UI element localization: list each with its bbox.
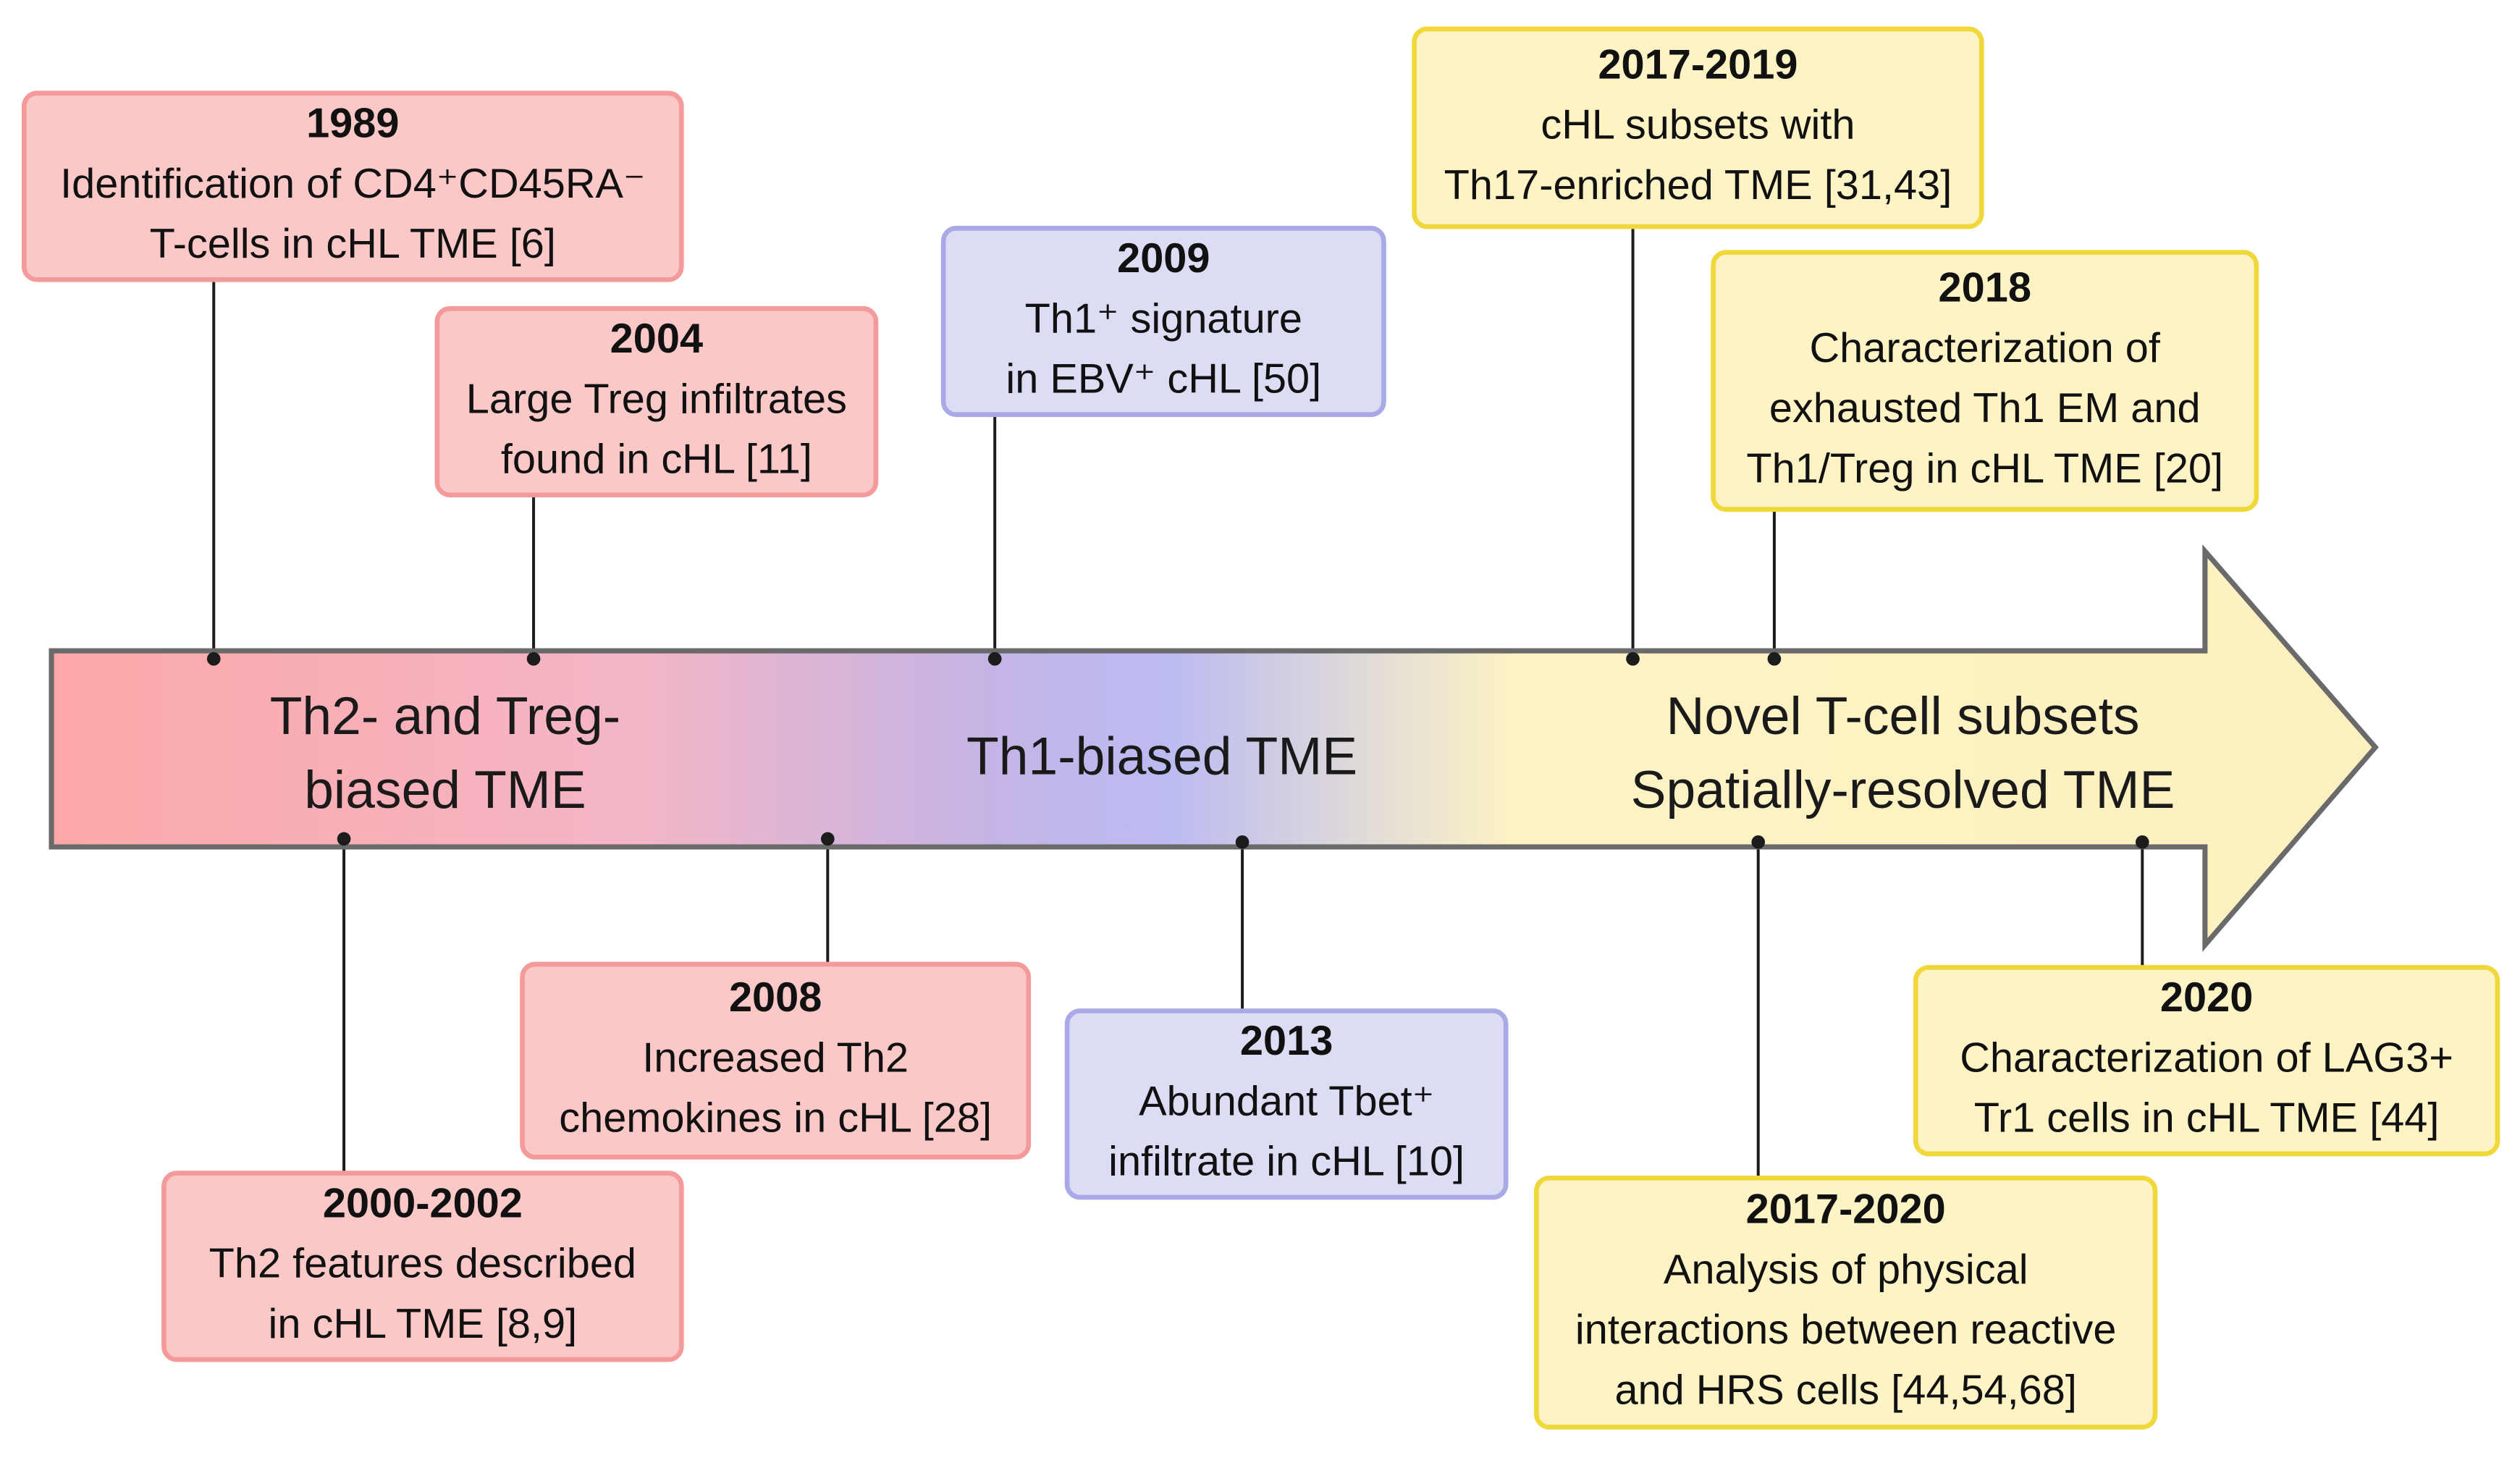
event-2008-description: Increased Th2: [642, 1034, 909, 1081]
period-labels: Th2- and Treg-biased TME Th1-biased TME No…: [270, 686, 2175, 819]
event-2004-description: found in cHL [11]: [501, 437, 812, 483]
event-2017-2019-description: cHL subsets with: [1541, 102, 1855, 148]
timeline-arrow: [49, 544, 2379, 952]
band-th2-label: biased TME: [304, 760, 586, 819]
event-2013-description: Abundant Tbet⁺: [1139, 1078, 1434, 1124]
event-2018-dot: [1767, 652, 1782, 666]
connector-dots: [206, 652, 2149, 849]
event-2013-background: [1064, 1008, 1509, 1200]
event-2018-year: 2018: [1939, 265, 2031, 311]
event-2017-2020-background: [1534, 1175, 2158, 1430]
event-2000-2002-description: in cHL TME [8,9]: [269, 1301, 578, 1347]
event-2009-background: [940, 225, 1386, 418]
event-2018-description: Th1/Treg in cHL TME [20]: [1746, 445, 2223, 492]
event-2004-description: Large Treg infiltrates: [466, 376, 847, 422]
event-2009-description: Th1⁺ signature: [1025, 295, 1302, 342]
event-2004-year: 2004: [610, 316, 703, 362]
event-2017-2019-dot: [1626, 652, 1640, 666]
event-1989-year: 1989: [306, 101, 399, 147]
event-2009-description: in EBV⁺ cHL [50]: [1006, 356, 1321, 402]
event-2000-2002-description: Th2 features described: [209, 1241, 636, 1287]
event-2018-description: Characterization of: [1810, 325, 2161, 371]
event-2020-dot: [2135, 835, 2149, 849]
event-1989-description: T-cells in cHL TME [6]: [150, 221, 556, 267]
event-2008-description: chemokines in cHL [28]: [559, 1095, 992, 1142]
event-2017-2020-description: Analysis of physical: [1664, 1247, 2028, 1293]
event-2018-description: exhausted Th1 EM and: [1769, 385, 2201, 431]
event-2020-background: [1913, 965, 2500, 1157]
event-2000-2002-year: 2000-2002: [323, 1180, 523, 1226]
event-2009-dot: [987, 652, 1002, 666]
event-2013-dot: [1235, 835, 1250, 849]
event-2017-2020-year: 2017-2020: [1746, 1186, 1946, 1233]
band-novel-label: Novel T-cell subsets: [1666, 686, 2139, 746]
event-2004-dot: [526, 652, 541, 666]
band-th2-label: Th2- and Treg-: [270, 686, 621, 746]
event-2017-2019-description: Th17-enriched TME [31,43]: [1444, 162, 1952, 208]
event-2017-2020-description: and HRS cells [44,54,68]: [1614, 1367, 2077, 1413]
band-novel-label: Spatially-resolved TME: [1631, 760, 2175, 819]
event-1989-description: Identification of CD4⁺CD45RA⁻: [60, 161, 645, 207]
event-1989-dot: [206, 652, 221, 666]
event-2000-2002-background: [161, 1171, 684, 1362]
event-2020-description: Tr1 cells in cHL TME [44]: [1974, 1095, 2440, 1142]
event-2018-background: [1711, 250, 2259, 513]
event-2020-description: Characterization of LAG3+: [1960, 1034, 2453, 1081]
event-2017-2020-dot: [1751, 835, 1766, 849]
event-2017-2020-description: interactions between reactive: [1575, 1307, 2117, 1353]
event-1989-background: [21, 90, 684, 282]
event-2013-year: 2013: [1240, 1018, 1333, 1064]
event-2009-year: 2009: [1117, 235, 1210, 282]
connector-lines: [212, 227, 2144, 1179]
band-th1-label: Th1-biased TME: [966, 726, 1357, 785]
event-2020-year: 2020: [2160, 974, 2253, 1021]
event-2017-2019-year: 2017-2019: [1598, 41, 1798, 88]
event-2013-description: infiltrate in cHL [10]: [1108, 1139, 1465, 1185]
event-2004-background: [434, 305, 879, 498]
event-2008-dot: [820, 832, 835, 846]
event-2008-background: [520, 961, 1032, 1160]
event-2000-2002-dot: [337, 832, 351, 846]
event-2008-year: 2008: [729, 974, 822, 1021]
event-2017-2019-background: [1412, 26, 1984, 229]
